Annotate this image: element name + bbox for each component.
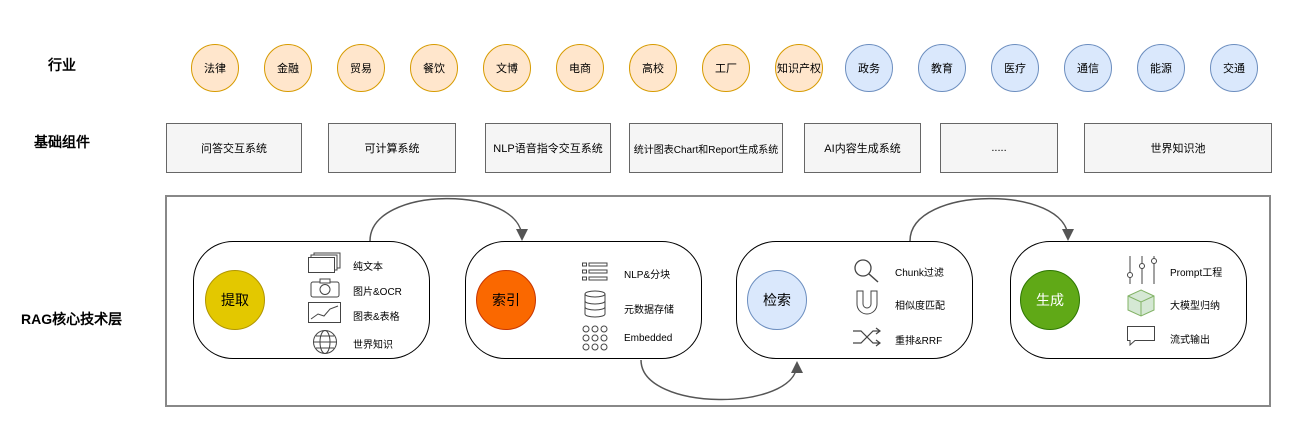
industry-museum: 文博: [483, 44, 531, 92]
arrow-extract-to-index: [369, 197, 528, 242]
industry-government: 政务: [845, 44, 893, 92]
index-item-nlp-chunking: NLP&分块: [624, 270, 671, 281]
industry-law: 法律: [191, 44, 239, 92]
list-icon: [582, 262, 608, 281]
component-chart-report-system: 统计图表Chart和Report生成系统: [629, 123, 783, 173]
industry-catering: 餐饮: [410, 44, 458, 92]
extract-item-world-knowledge: 世界知识: [353, 340, 393, 351]
industry-ip: 知识产权: [775, 44, 823, 92]
component-ai-content-system: AI内容生成系统: [804, 123, 921, 173]
industry-transport: 交通: [1210, 44, 1258, 92]
database-icon: [584, 290, 606, 318]
plain-text-icon: [308, 252, 341, 273]
retrieve-item-similarity-match: 相似度匹配: [895, 301, 945, 312]
globe-icon: [313, 330, 337, 354]
extract-item-image-ocr: 图片&OCR: [353, 287, 402, 298]
search-icon: [854, 259, 879, 283]
generate-item-streaming-output: 流式输出: [1170, 335, 1210, 346]
component-computable-system: 可计算系统: [328, 123, 456, 173]
extract-item-chart-table: 图表&表格: [353, 312, 400, 323]
industry-finance: 金融: [264, 44, 312, 92]
row-label-rag-core: RAG核心技术层: [21, 311, 123, 327]
generate-item-prompt-engineering: Prompt工程: [1170, 268, 1223, 279]
row-label-base-components: 基础组件: [34, 134, 90, 150]
stage-retrieve-circle: 检索: [747, 270, 807, 330]
component-ellipsis: .....: [940, 123, 1058, 173]
row-label-industry: 行业: [48, 57, 76, 73]
arrow-retrieve-to-generate: [909, 197, 1074, 242]
industry-energy: 能源: [1137, 44, 1185, 92]
generate-item-llm-summary: 大模型归纳: [1170, 301, 1220, 312]
industry-medical: 医疗: [991, 44, 1039, 92]
industry-factory: 工厂: [702, 44, 750, 92]
retrieve-item-chunk-filter: Chunk过滤: [895, 268, 944, 279]
embedding-grid-icon: [582, 325, 608, 351]
index-item-metadata-storage: 元数据存储: [624, 305, 674, 316]
rag-core-container: [165, 195, 1271, 407]
arrow-index-to-retrieve: [640, 359, 803, 401]
component-qa-system: 问答交互系统: [166, 123, 302, 173]
industry-university: 高校: [629, 44, 677, 92]
index-item-embedded: Embedded: [624, 333, 673, 344]
stage-index-circle: 索引: [476, 270, 536, 330]
camera-icon: [310, 278, 340, 298]
component-world-knowledge: 世界知识池: [1084, 123, 1272, 173]
industry-ecommerce: 电商: [556, 44, 604, 92]
retrieve-item-rerank-rrf: 重排&RRF: [895, 336, 943, 347]
sliders-icon: [1127, 256, 1157, 284]
stage-generate-circle: 生成: [1020, 270, 1080, 330]
industry-telecom: 通信: [1064, 44, 1112, 92]
industry-trade: 贸易: [337, 44, 385, 92]
magnet-icon: [856, 290, 878, 315]
chart-icon: [308, 302, 341, 323]
industry-education: 教育: [918, 44, 966, 92]
component-nlp-voice-system: NLP语音指令交互系统: [485, 123, 611, 173]
cube-icon: [1127, 289, 1155, 317]
extract-item-plain-text: 纯文本: [353, 262, 383, 273]
stage-extract-circle: 提取: [205, 270, 265, 330]
chat-bubble-icon: [1127, 326, 1155, 347]
shuffle-icon: [853, 327, 881, 347]
